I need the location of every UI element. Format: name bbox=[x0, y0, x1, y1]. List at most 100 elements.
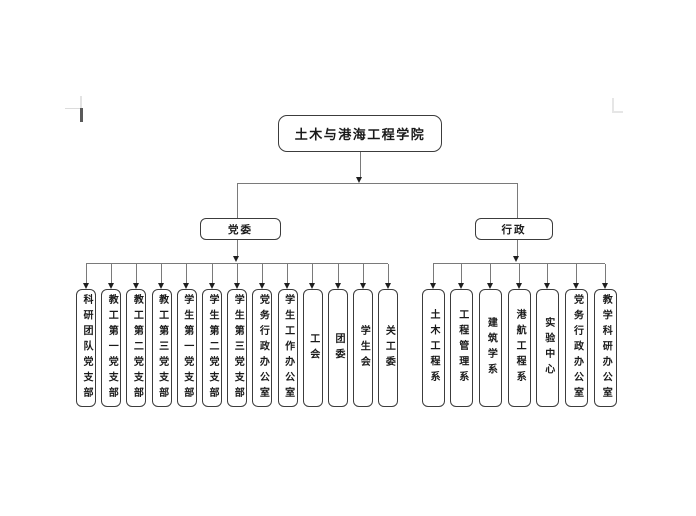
connector-department-drop bbox=[604, 264, 606, 283]
org-node-department: 土木工程系 bbox=[421, 289, 445, 407]
connector-stem-party bbox=[236, 183, 238, 218]
org-node-root: 土木与港海工程学院 bbox=[278, 115, 442, 152]
connector-department-drop bbox=[387, 264, 389, 283]
org-node-department: 教学科研办公室 bbox=[593, 289, 617, 407]
org-node-department: 关工委 bbox=[378, 289, 399, 407]
connector-department-drop bbox=[287, 264, 289, 283]
org-node-department: 工会 bbox=[302, 289, 323, 407]
connector-level1-rail bbox=[237, 183, 517, 184]
org-node-department: 学生第一党支部 bbox=[176, 289, 197, 407]
arrowhead-department bbox=[515, 283, 522, 289]
department-label: 教工第三党支部 bbox=[156, 293, 168, 403]
connector-department-drop bbox=[489, 264, 491, 283]
org-node-department: 学生会 bbox=[353, 289, 374, 407]
org-node-department: 学生第三党支部 bbox=[227, 289, 248, 407]
org-node-department: 团委 bbox=[328, 289, 348, 407]
department-label: 港航工程系 bbox=[514, 309, 526, 387]
arrowhead-department bbox=[429, 283, 436, 289]
department-label: 党务行政办公室 bbox=[257, 293, 269, 403]
org-node-department: 教工第二党支部 bbox=[126, 289, 147, 407]
party-committee-label: 党委 bbox=[228, 223, 253, 236]
connector-root-stem bbox=[359, 152, 361, 177]
connector-admin-drop bbox=[516, 240, 518, 257]
department-label: 工程管理系 bbox=[456, 309, 468, 387]
department-label: 关工委 bbox=[383, 324, 395, 372]
department-label: 学生工作办公室 bbox=[282, 293, 294, 403]
department-label: 学生第二党支部 bbox=[207, 293, 218, 403]
arrowhead-department bbox=[132, 283, 139, 289]
org-node-department: 党务行政办公室 bbox=[252, 289, 273, 407]
department-label: 党务行政办公室 bbox=[571, 293, 583, 403]
page-margin-mark-right-horizontal bbox=[612, 111, 623, 113]
org-root-label: 土木与港海工程学院 bbox=[294, 128, 426, 143]
arrowhead-department bbox=[258, 283, 265, 289]
org-node-department: 建筑学系 bbox=[478, 289, 502, 407]
connector-department-drop bbox=[110, 264, 112, 283]
department-label: 教工第一党支部 bbox=[106, 293, 118, 403]
arrowhead-admin-drop bbox=[513, 256, 519, 262]
arrowhead-department bbox=[208, 283, 215, 289]
department-label: 团委 bbox=[333, 332, 344, 364]
arrowhead-department bbox=[384, 283, 391, 289]
arrowhead-department bbox=[309, 283, 316, 289]
connector-department-drop bbox=[261, 264, 263, 283]
arrowhead-department bbox=[601, 283, 608, 289]
text-cursor-mark bbox=[80, 108, 83, 122]
connector-department-drop bbox=[432, 264, 434, 283]
org-node-department: 港航工程系 bbox=[507, 289, 531, 407]
org-node-department: 实验中心 bbox=[536, 289, 560, 407]
connector-department-drop bbox=[547, 264, 549, 283]
org-node-administration: 行政 bbox=[475, 218, 553, 240]
connector-department-drop bbox=[161, 264, 163, 283]
arrowhead-root bbox=[356, 177, 362, 183]
department-label: 建筑学系 bbox=[485, 317, 497, 379]
connector-department-drop bbox=[186, 264, 188, 283]
arrowhead-department bbox=[233, 283, 240, 289]
connector-stem-admin bbox=[516, 183, 518, 218]
arrowhead-party-drop bbox=[233, 256, 239, 262]
department-label: 学生第三党支部 bbox=[232, 293, 244, 403]
department-label: 科研团队党支部 bbox=[81, 293, 92, 403]
org-node-department: 教工第一党支部 bbox=[101, 289, 122, 407]
connector-department-drop bbox=[337, 264, 339, 283]
department-label: 实验中心 bbox=[542, 317, 554, 379]
arrowhead-department bbox=[82, 283, 89, 289]
arrowhead-department bbox=[284, 283, 291, 289]
connector-department-drop bbox=[312, 264, 314, 283]
connector-department-drop bbox=[236, 264, 238, 283]
arrowhead-department bbox=[158, 283, 165, 289]
department-label: 教学科研办公室 bbox=[600, 293, 612, 403]
page-margin-mark-left-horizontal bbox=[65, 108, 81, 109]
org-node-department: 科研团队党支部 bbox=[76, 289, 96, 407]
page-margin-mark-right-vertical bbox=[612, 98, 614, 111]
connector-party-drop bbox=[236, 240, 238, 257]
arrowhead-department bbox=[334, 283, 341, 289]
department-label: 教工第二党支部 bbox=[131, 293, 143, 403]
department-label: 工会 bbox=[307, 332, 319, 364]
org-node-department: 工程管理系 bbox=[450, 289, 474, 407]
connector-department-drop bbox=[85, 264, 87, 283]
department-label: 学生会 bbox=[358, 324, 370, 372]
connector-department-drop bbox=[135, 264, 137, 283]
page-margin-mark-left-vertical-light bbox=[80, 96, 82, 108]
administration-label: 行政 bbox=[501, 223, 527, 236]
arrowhead-department bbox=[183, 283, 190, 289]
connector-rail bbox=[86, 263, 389, 264]
arrowhead-department bbox=[573, 283, 579, 289]
arrowhead-department bbox=[458, 283, 465, 289]
org-node-department: 学生第二党支部 bbox=[202, 289, 222, 407]
connector-department-drop bbox=[211, 264, 213, 283]
arrowhead-department bbox=[486, 283, 493, 289]
department-label: 学生第一党支部 bbox=[181, 293, 193, 403]
arrowhead-department bbox=[359, 283, 366, 289]
connector-department-drop bbox=[518, 264, 520, 283]
org-node-party-committee: 党委 bbox=[200, 218, 281, 240]
org-node-department: 学生工作办公室 bbox=[277, 289, 298, 407]
connector-rail bbox=[433, 263, 606, 264]
department-label: 土木工程系 bbox=[428, 309, 439, 387]
connector-department-drop bbox=[461, 264, 463, 283]
arrowhead-department bbox=[544, 283, 551, 289]
connector-department-drop bbox=[362, 264, 364, 283]
arrowhead-department bbox=[107, 283, 114, 289]
